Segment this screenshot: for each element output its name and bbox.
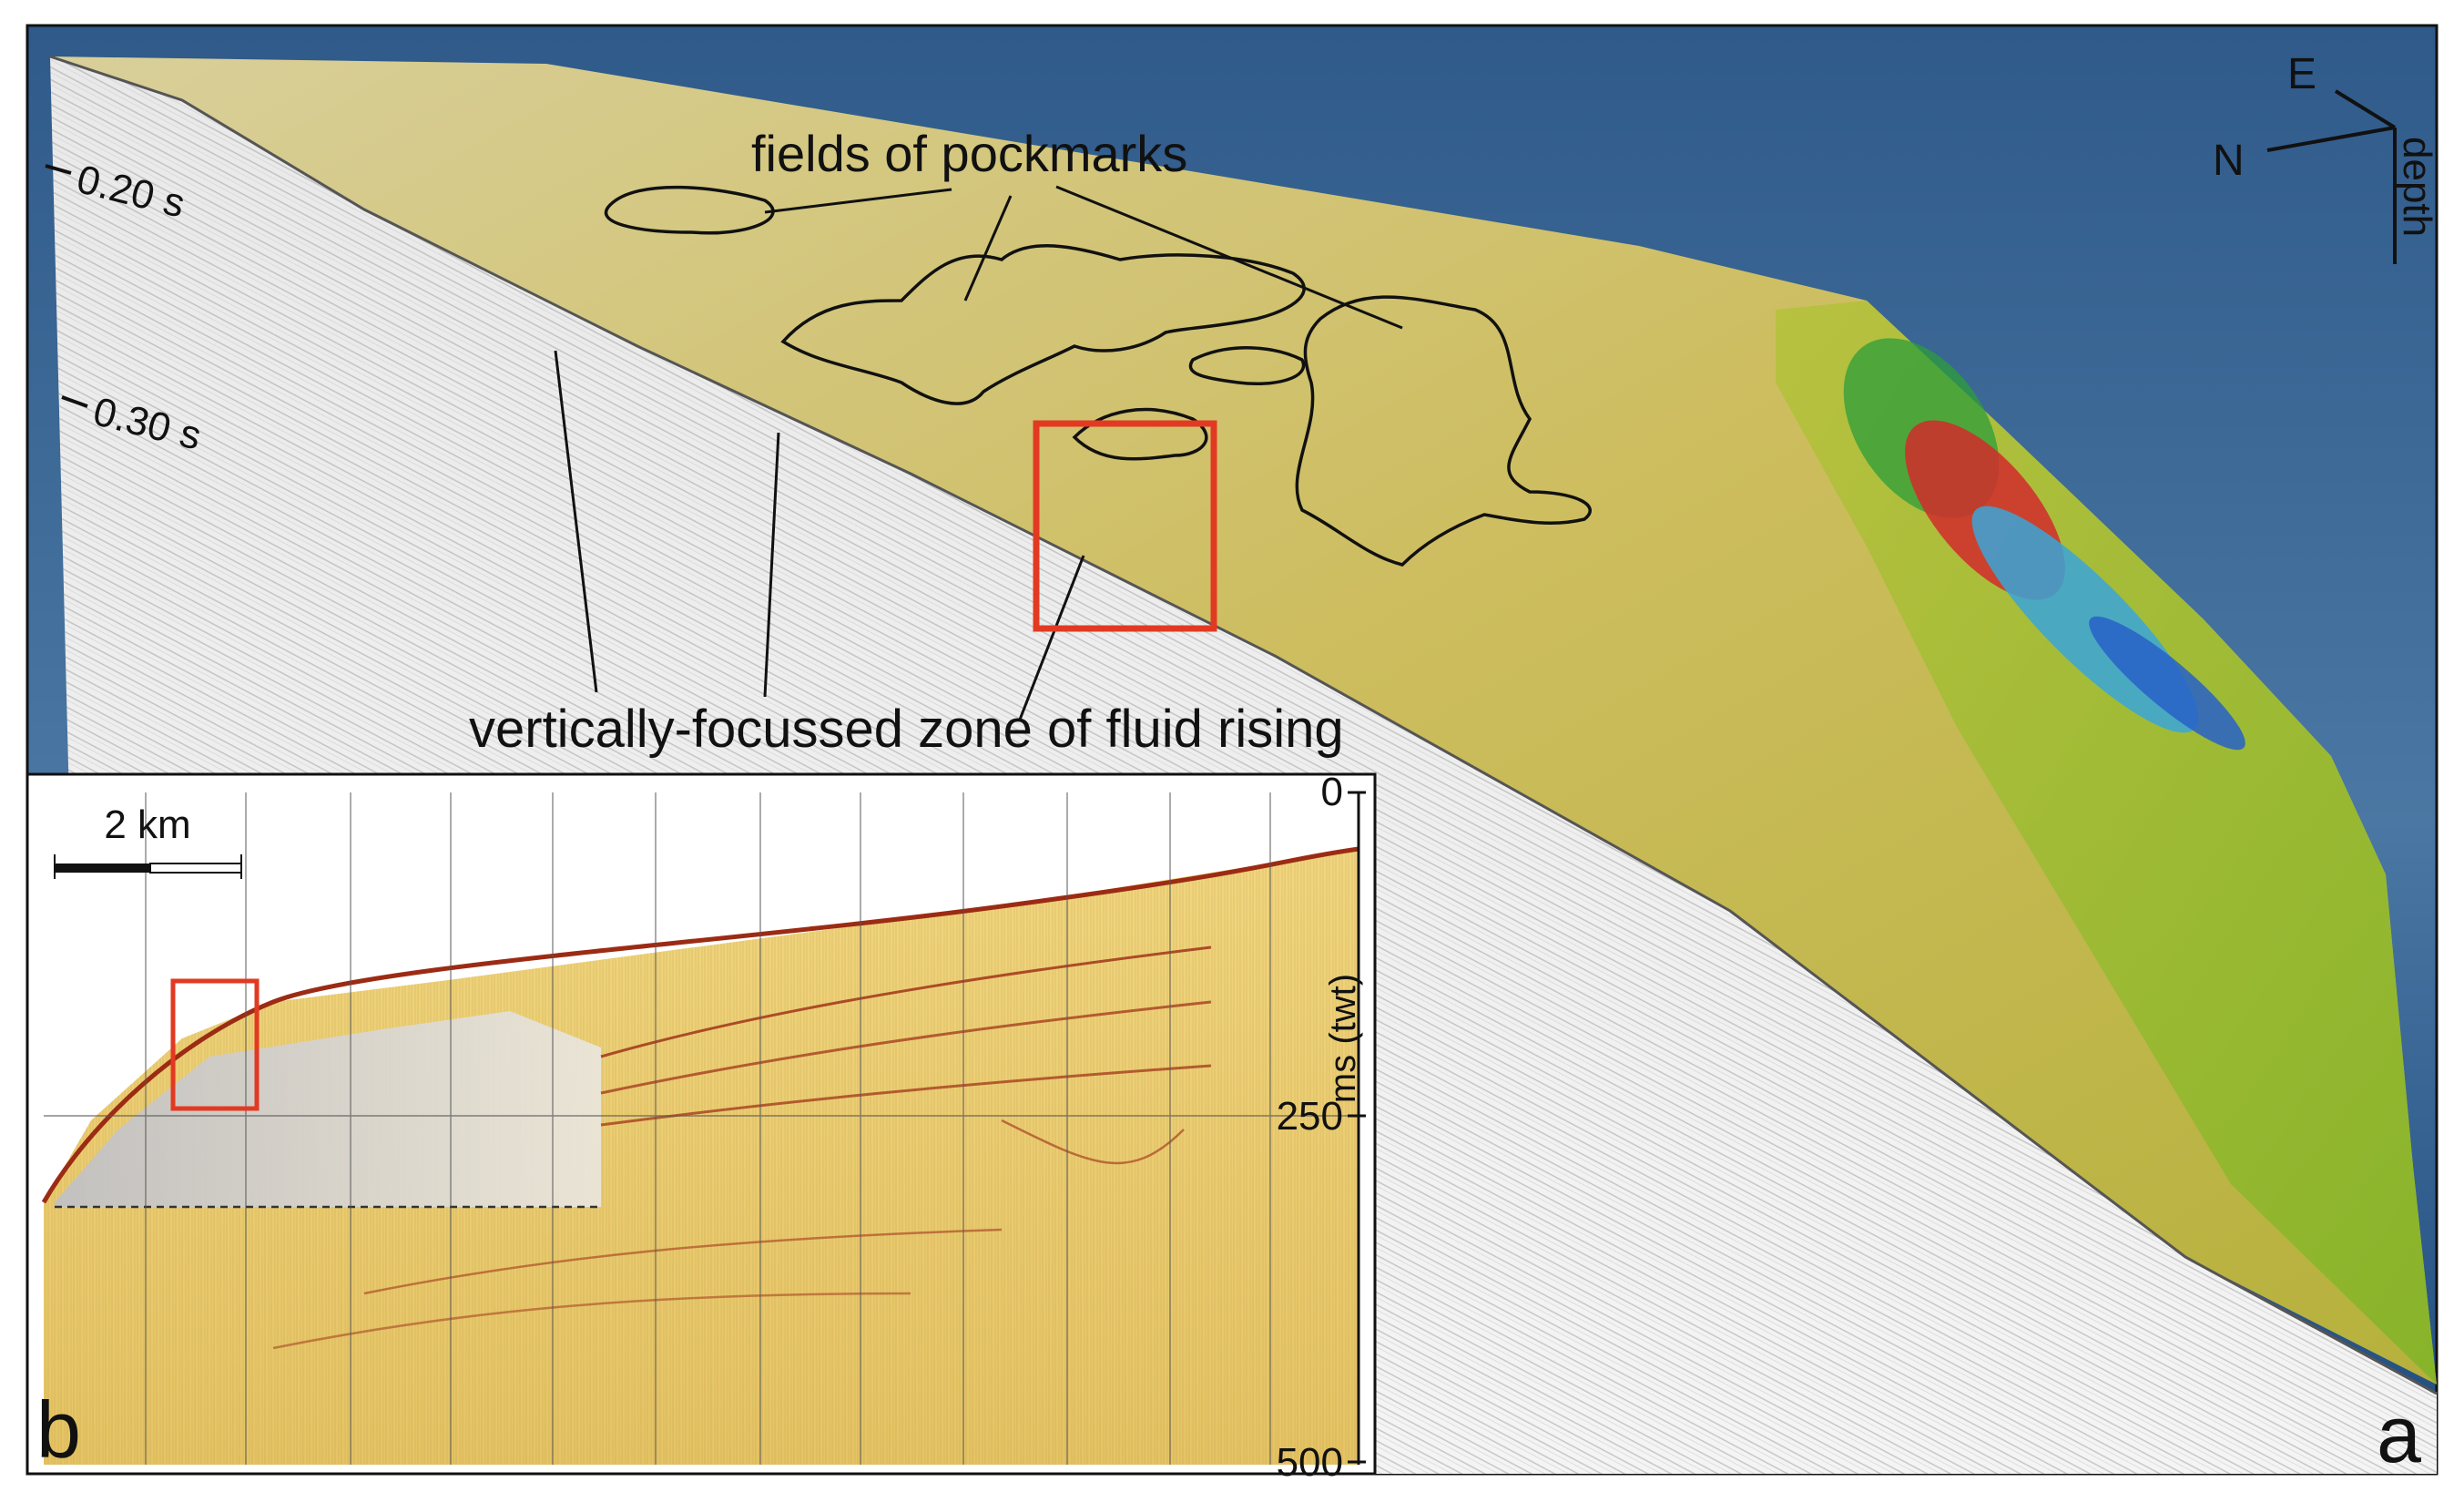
axis-tick-label-500: 500 (1277, 1440, 1343, 1485)
scale-bar: 2 km (54, 802, 242, 879)
compass-north-label: N (2213, 137, 2245, 185)
time-tick-2 (61, 395, 88, 408)
panel-b: 0 250 500 ms (twt) 2 km b (25, 770, 1377, 1485)
fluid-annotation: vertically-focussed zone of fluid rising (469, 700, 1344, 759)
highlight-box-a (1033, 420, 1217, 632)
scale-bar-label: 2 km (104, 802, 190, 847)
pockmarks-annotation: fields of pockmarks (751, 125, 1187, 182)
compass: E N depth (2213, 50, 2439, 264)
block-edge (49, 55, 2438, 1395)
panel-b-letter: b (36, 1385, 81, 1475)
panel-a: 0.20 s 0.30 s fields of pockmarks vertic… (25, 24, 2439, 1479)
compass-east-arm (2334, 89, 2397, 129)
compass-depth-label: depth (2395, 137, 2439, 237)
axis-tick-label-250: 250 (1277, 1094, 1343, 1139)
axis-label: ms (twt) (1323, 974, 1363, 1103)
slope-surface (1776, 301, 2437, 1385)
time-tick-1 (45, 164, 72, 175)
compass-north-arm (2266, 126, 2396, 152)
compass-east-label: E (2287, 50, 2316, 98)
panel-b-texture (44, 849, 1359, 1465)
leader-lines (554, 185, 1403, 720)
panel-b-gridlines (44, 792, 1359, 1465)
grey-wedge (55, 1011, 601, 1207)
panel-a-letter: a (2377, 1389, 2421, 1479)
axis-tick-label-0: 0 (1321, 770, 1343, 814)
amplitude-anomaly (1843, 338, 2245, 751)
highlight-box-b (170, 978, 260, 1111)
pockmark-outlines (604, 185, 1592, 567)
